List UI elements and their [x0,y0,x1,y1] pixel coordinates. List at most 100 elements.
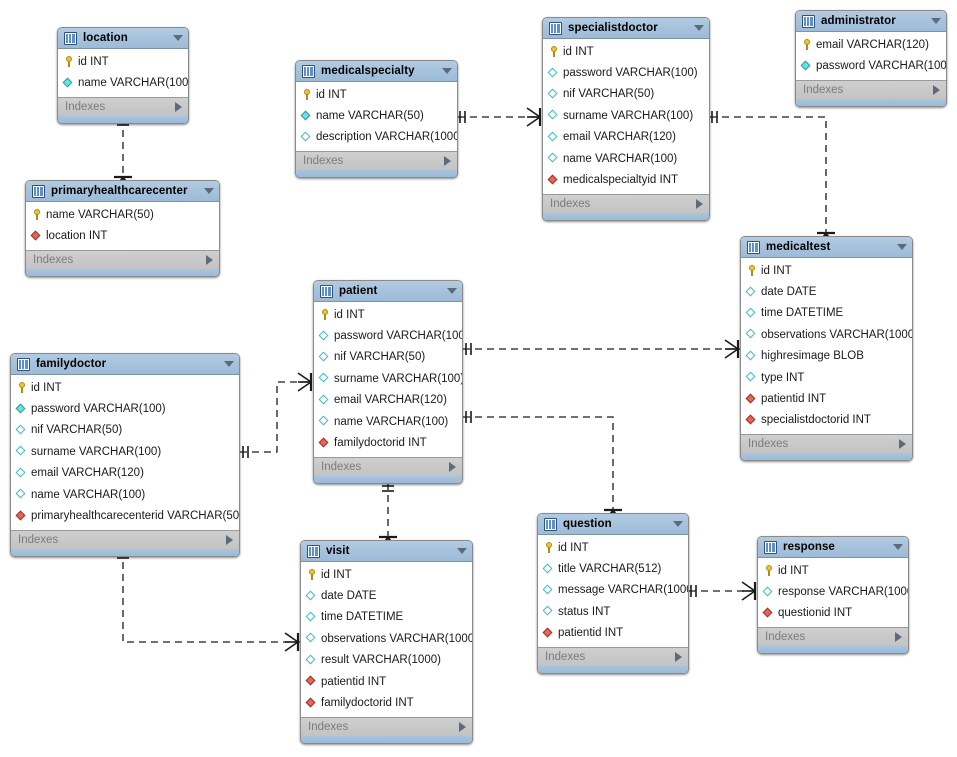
column-row[interactable]: time DATETIME [301,607,472,628]
column-row[interactable]: primaryhealthcarecenterid VARCHAR(50) [11,505,239,526]
column-row[interactable]: password VARCHAR(100) [314,325,462,346]
indexes-section-specialistdoctor[interactable]: Indexes [543,193,709,213]
column-row[interactable]: email VARCHAR(120) [796,34,946,55]
column-row[interactable]: id INT [314,304,462,325]
column-row[interactable]: surname VARCHAR(100) [11,441,239,462]
table-header-location[interactable]: location [58,28,188,49]
chevron-right-icon[interactable] [895,632,902,643]
column-row[interactable]: highresimage BLOB [741,346,912,367]
column-row[interactable]: observations VARCHAR(1000) [741,324,912,345]
column-row[interactable]: medicalspecialtyid INT [543,169,709,190]
chevron-right-icon[interactable] [899,439,906,450]
chevron-right-icon[interactable] [933,84,940,95]
chevron-down-icon[interactable] [173,35,183,41]
column-row[interactable]: surname VARCHAR(100) [314,368,462,389]
column-row[interactable]: email VARCHAR(120) [543,127,709,148]
column-row[interactable]: name VARCHAR(100) [543,148,709,169]
column-row[interactable]: specialistdoctorid INT [741,410,912,431]
column-row[interactable]: email VARCHAR(120) [314,390,462,411]
indexes-section-patient[interactable]: Indexes [314,456,462,476]
chevron-right-icon[interactable] [226,534,233,545]
table-header-specialistdoctor[interactable]: specialistdoctor [543,18,709,39]
column-row[interactable]: id INT [58,51,188,72]
column-row[interactable]: response VARCHAR(1000) [758,581,908,602]
column-row[interactable]: patientid INT [741,388,912,409]
column-row[interactable]: name VARCHAR(100) [314,411,462,432]
table-header-medicaltest[interactable]: medicaltest [741,237,912,258]
indexes-section-response[interactable]: Indexes [758,627,908,647]
column-row[interactable]: id INT [758,560,908,581]
table-header-familydoctor[interactable]: familydoctor [11,354,239,375]
column-row[interactable]: password VARCHAR(100) [11,398,239,419]
chevron-down-icon[interactable] [204,188,214,194]
indexes-section-location[interactable]: Indexes [58,96,188,116]
column-row[interactable]: id INT [301,564,472,585]
chevron-right-icon[interactable] [449,461,456,472]
column-row[interactable]: result VARCHAR(1000) [301,650,472,671]
table-header-question[interactable]: question [538,514,688,535]
column-row[interactable]: location INT [26,225,219,246]
column-row[interactable]: nif VARCHAR(50) [11,420,239,441]
indexes-section-medicalspecialty[interactable]: Indexes [296,151,457,171]
column-row[interactable]: email VARCHAR(120) [11,463,239,484]
column-row[interactable]: id INT [741,260,912,281]
table-header-administrator[interactable]: administrator [796,11,946,32]
column-row[interactable]: message VARCHAR(1000) [538,580,688,601]
column-row[interactable]: name VARCHAR(50) [296,105,457,126]
chevron-down-icon[interactable] [224,361,234,367]
chevron-down-icon[interactable] [442,68,452,74]
column-row[interactable]: questionid INT [758,603,908,624]
column-row[interactable]: observations VARCHAR(1000) [301,628,472,649]
chevron-right-icon[interactable] [696,198,703,209]
indexes-section-question[interactable]: Indexes [538,646,688,666]
column-row[interactable]: date DATE [301,585,472,606]
column-row[interactable]: id INT [11,377,239,398]
column-row[interactable]: id INT [538,537,688,558]
table-header-medicalspecialty[interactable]: medicalspecialty [296,61,457,82]
column-row[interactable]: description VARCHAR(1000) [296,127,457,148]
chevron-right-icon[interactable] [206,254,213,265]
chevron-down-icon[interactable] [457,548,467,554]
column-row[interactable]: id INT [296,84,457,105]
column-row[interactable]: title VARCHAR(512) [538,558,688,579]
chevron-down-icon[interactable] [447,288,457,294]
indexes-section-visit[interactable]: Indexes [301,716,472,736]
indexes-section-primaryhealthcarecenter[interactable]: Indexes [26,249,219,269]
column-row[interactable]: status INT [538,601,688,622]
column-row[interactable]: patientid INT [538,623,688,644]
column-row[interactable]: id INT [543,41,709,62]
chevron-right-icon[interactable] [175,101,182,112]
column-row[interactable]: name VARCHAR(50) [26,204,219,225]
column-row[interactable]: familydoctorid INT [314,432,462,453]
column-row[interactable]: type INT [741,367,912,388]
chevron-down-icon[interactable] [673,521,683,527]
chevron-down-icon[interactable] [893,544,903,550]
chevron-down-icon[interactable] [897,244,907,250]
indexes-section-medicaltest[interactable]: Indexes [741,434,912,454]
table-header-patient[interactable]: patient [314,281,462,302]
chevron-down-icon[interactable] [694,25,704,31]
column-row[interactable]: patientid INT [301,671,472,692]
column-row[interactable]: nif VARCHAR(50) [543,84,709,105]
chevron-right-icon[interactable] [444,156,451,167]
table-header-primaryhealthcarecenter[interactable]: primaryhealthcarecenter [26,181,219,202]
table-header-visit[interactable]: visit [301,541,472,562]
column-row[interactable]: password VARCHAR(100) [796,55,946,76]
column-row[interactable]: date DATE [741,281,912,302]
column-row[interactable]: name VARCHAR(100) [11,484,239,505]
column-row[interactable]: time DATETIME [741,303,912,324]
column-row[interactable]: surname VARCHAR(100) [543,105,709,126]
column-row[interactable]: nif VARCHAR(50) [314,347,462,368]
column-row[interactable]: password VARCHAR(100) [543,62,709,83]
